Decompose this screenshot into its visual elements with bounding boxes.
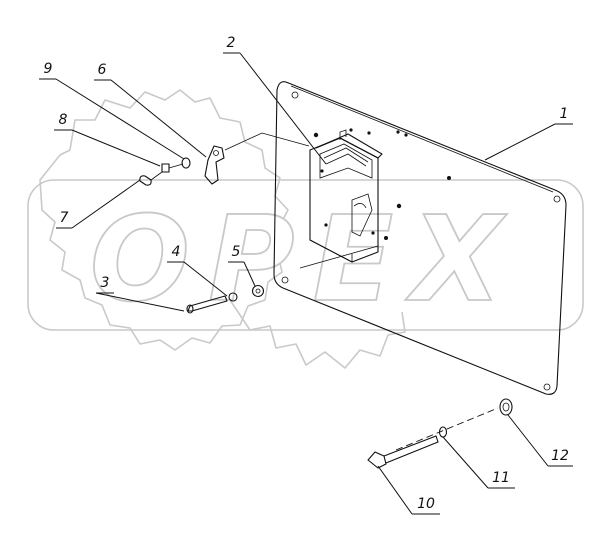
callout-12: 12 [551,448,569,464]
small-fasteners-upper [139,157,191,186]
assembly-line-upper [224,132,310,151]
callout-5: 5 [232,244,241,260]
bracket-part [204,145,225,185]
control-module [309,129,383,263]
watermark-gear [39,89,291,351]
assembly-line-lower [299,245,379,269]
callout-9: 9 [44,61,53,77]
callout-11: 11 [492,470,510,486]
callout-2: 2 [227,35,236,51]
watermark: OPEX [27,89,584,369]
callout-4: 4 [172,244,181,260]
watermark-gear-inner [229,299,406,369]
watermark-banner [27,179,584,331]
leader-lines [39,52,573,515]
callout-1: 1 [560,106,569,122]
callout-7: 7 [60,210,69,226]
mounting-plate [273,81,567,395]
callout-3: 3 [101,275,110,291]
callout-8: 8 [59,112,68,128]
fasteners-right [367,398,513,469]
small-fasteners-lower [186,284,265,314]
watermark-text: OPEX [90,190,520,328]
callout-6: 6 [98,62,107,78]
callout-10: 10 [417,496,435,512]
callout-labels: 1 2 3 4 5 6 7 8 9 10 11 12 [44,35,569,512]
